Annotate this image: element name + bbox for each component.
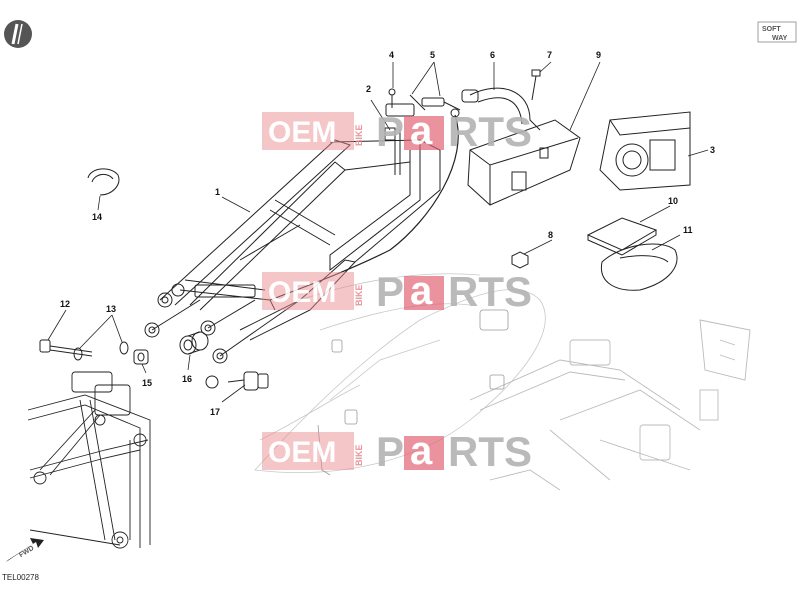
drawing-code: TEL00278: [2, 573, 39, 582]
watermark-bike-text: BIKE: [354, 284, 364, 306]
callout-12: 12: [60, 299, 70, 309]
connector-details: [317, 309, 509, 476]
callout-13: 13: [106, 304, 116, 314]
callout-9: 9: [596, 50, 601, 60]
watermark-1: OEM BIKE P a RTS: [262, 108, 532, 155]
callout-4: 4: [389, 50, 394, 60]
watermark-a-text: a: [410, 109, 433, 153]
fitting-17: [205, 371, 269, 391]
clamp-14: [87, 168, 120, 196]
watermark-p-text: P: [376, 108, 404, 155]
callout-16: 16: [182, 374, 192, 384]
watermark-rts-text: RTS: [448, 108, 532, 155]
callout-14: 14: [92, 212, 102, 222]
leader-lines: [47, 61, 709, 403]
watermark-bike-text: BIKE: [354, 444, 364, 466]
callout-3: 3: [710, 145, 715, 155]
watermark-2: OEM BIKE P a RTS: [262, 268, 532, 315]
fwd-label: FWD: [18, 545, 35, 559]
motorcycle-silhouette: [254, 273, 546, 473]
screw-7: [531, 69, 541, 101]
watermark-rts-text: RTS: [448, 428, 532, 475]
battery-tray: [461, 87, 581, 206]
callout-6: 6: [490, 50, 495, 60]
watermark-oem-text: OEM: [268, 276, 336, 309]
watermark-rts-text: RTS: [448, 268, 532, 315]
callout-11: 11: [683, 225, 693, 235]
wiring-cable: [269, 114, 459, 301]
bolt-12: [39, 339, 93, 357]
pad-10: [586, 217, 658, 256]
pouch-11: [600, 243, 678, 291]
bushing-16: [179, 331, 209, 355]
section-mark-icon: [4, 20, 32, 48]
spacer-15: [133, 349, 149, 365]
bracket-3: [599, 111, 691, 191]
washers-13: [73, 341, 129, 361]
callout-17: 17: [210, 407, 220, 417]
nut-8: [511, 251, 529, 269]
rear-footpeg-assembly: [469, 319, 751, 491]
main-frame-lattice: [27, 371, 151, 549]
logo-top-text: SOFT: [762, 26, 781, 33]
forward-arrow-icon: FWD: [6, 538, 44, 562]
watermark-p-text: P: [376, 428, 404, 475]
callout-10: 10: [668, 196, 678, 206]
callout-7: 7: [547, 50, 552, 60]
watermark-a-text: a: [410, 269, 433, 313]
callout-2: 2: [366, 84, 371, 94]
logo-bottom-text: WAY: [772, 35, 788, 42]
callout-5: 5: [430, 50, 435, 60]
fitting-assembly: [384, 88, 461, 141]
callout-15: 15: [142, 378, 152, 388]
watermark-oem-text: OEM: [268, 116, 336, 149]
rear-subframe: [144, 130, 441, 364]
watermark-bike-text: BIKE: [354, 124, 364, 146]
callout-8: 8: [548, 230, 553, 240]
watermark-3: OEM BIKE P a RTS: [262, 428, 532, 475]
softway-logo: SOFT WAY: [757, 21, 797, 43]
callout-labels: 1 2 3 4 5 6 7 8 9 10 11 12 13 14 15 16 1…: [60, 50, 715, 417]
watermark-p-text: P: [376, 268, 404, 315]
watermark-a-text: a: [410, 429, 433, 473]
watermark-oem-text: OEM: [268, 436, 336, 469]
callout-1: 1: [215, 187, 220, 197]
